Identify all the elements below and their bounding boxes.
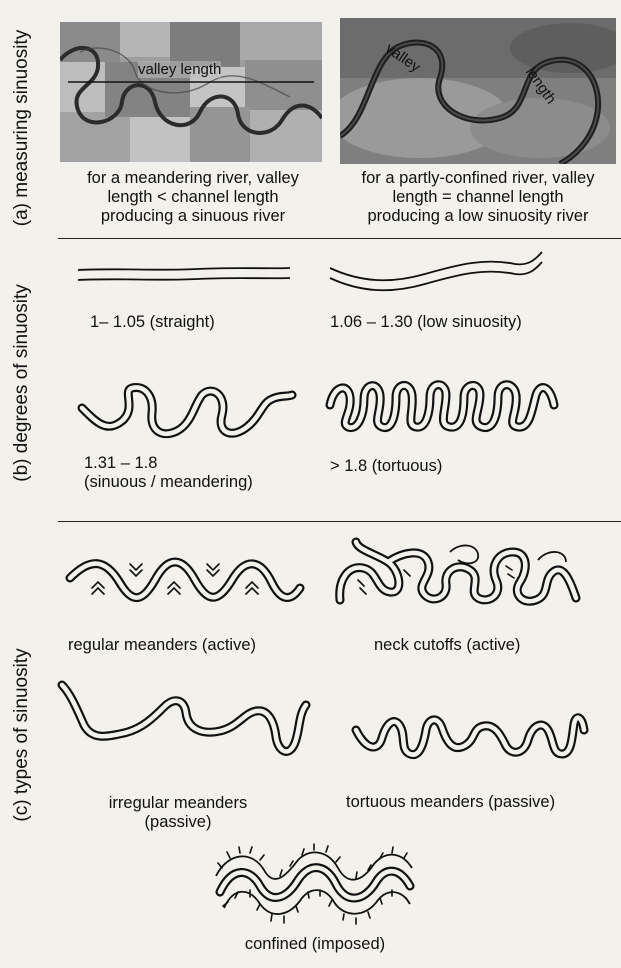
tortuous-label: > 1.8 (tortuous) xyxy=(330,457,442,476)
section-a-label: (a) measuring sinuosity xyxy=(11,30,33,226)
valley-length-label: valley length xyxy=(138,61,221,78)
sinuous-label-line-1: 1.31 – 1.8 xyxy=(84,454,253,473)
section-b-label: (b) degrees of sinuosity xyxy=(11,284,33,482)
sinuous-label-line-2: (sinuous / meandering) xyxy=(84,473,253,492)
sinuous-label: 1.31 – 1.8 (sinuous / meandering) xyxy=(84,454,253,492)
straight-label: 1– 1.05 (straight) xyxy=(90,313,215,332)
divider-a-b xyxy=(58,238,621,239)
sinuous-channel-sketch xyxy=(82,383,292,441)
partly-confined-caption-line-2: length = channel length xyxy=(338,188,618,207)
partly-confined-caption-line-1: for a partly-confined river, valley xyxy=(338,169,618,188)
partly-confined-caption: for a partly-confined river, valley leng… xyxy=(338,169,618,226)
meandering-caption-line-1: for a meandering river, valley xyxy=(62,169,324,188)
partly-confined-caption-line-3: producing a low sinuosity river xyxy=(338,207,618,226)
neck-cutoffs-sketch xyxy=(338,540,588,620)
meandering-caption-line-3: producing a sinuous river xyxy=(62,207,324,226)
tortuous-meanders-sketch xyxy=(356,710,586,762)
tortuous-channel-sketch xyxy=(330,375,560,433)
tortuous-meanders-label: tortuous meanders (passive) xyxy=(346,793,555,812)
irregular-meanders-sketch xyxy=(62,685,308,763)
divider-b-c xyxy=(58,521,621,522)
meandering-river-photo: valley length xyxy=(60,22,322,162)
confined-label: confined (imposed) xyxy=(210,935,420,954)
straight-channel-sketch xyxy=(78,262,290,292)
regular-meanders-label: regular meanders (active) xyxy=(68,636,256,655)
meandering-caption-line-2: length < channel length xyxy=(62,188,324,207)
partly-confined-river-photo: valley length xyxy=(340,18,616,164)
confined-meanders-sketch xyxy=(216,846,412,922)
neck-cutoffs-label: neck cutoffs (active) xyxy=(374,636,520,655)
low-sinuosity-channel-sketch xyxy=(330,248,542,296)
meandering-caption: for a meandering river, valley length < … xyxy=(62,169,324,226)
regular-meanders-sketch xyxy=(70,548,300,616)
low-sinuosity-label: 1.06 – 1.30 (low sinuosity) xyxy=(330,313,522,332)
irregular-meanders-label-line-1: irregular meanders xyxy=(78,794,278,813)
section-c-label: (c) types of sinuosity xyxy=(11,648,33,821)
irregular-meanders-label-line-2: (passive) xyxy=(78,813,278,832)
irregular-meanders-label: irregular meanders (passive) xyxy=(78,794,278,832)
